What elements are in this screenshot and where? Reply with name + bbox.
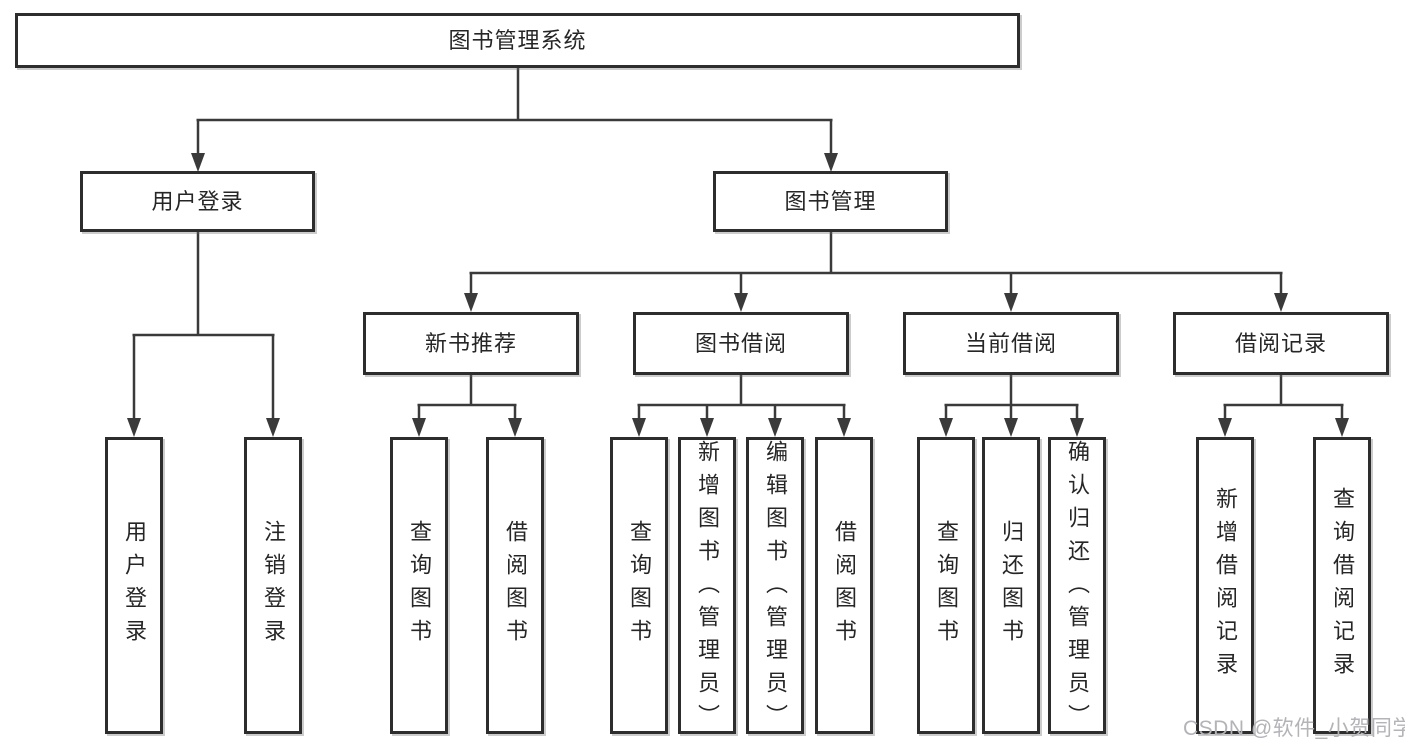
leaf-add-book-admin: 新增图书（管理员）	[678, 437, 736, 737]
node-book-borrow: 图书借阅	[633, 312, 849, 375]
arrowhead-icons	[127, 153, 1349, 437]
leaf-query-book: 查询图书	[390, 437, 448, 734]
node-current-borrow: 当前借阅	[903, 312, 1119, 375]
node-new-book-recommend: 新书推荐	[363, 312, 579, 375]
leaf-user-login: 用户登录	[105, 437, 163, 734]
leaf-query-borrow-record: 查询借阅记录	[1313, 437, 1371, 734]
leaf-query-book: 查询图书	[917, 437, 975, 734]
leaf-borrow-book: 借阅图书	[815, 437, 873, 734]
node-user-login: 用户登录	[80, 171, 315, 232]
leaf-add-borrow-record: 新增借阅记录	[1196, 437, 1254, 734]
leaf-borrow-book: 借阅图书	[486, 437, 544, 734]
leaf-edit-book-admin: 编辑图书（管理员）	[746, 437, 804, 737]
leaf-logout: 注销登录	[244, 437, 302, 734]
node-borrow-record: 借阅记录	[1173, 312, 1389, 375]
leaf-return-book: 归还图书	[982, 437, 1040, 734]
node-root: 图书管理系统	[15, 13, 1020, 68]
node-book-management: 图书管理	[713, 171, 948, 232]
leaf-query-book: 查询图书	[610, 437, 668, 734]
csdn-watermark: CSDN @软件_小贺同学	[1183, 717, 1405, 740]
leaf-confirm-return-admin: 确认归还（管理员）	[1048, 437, 1106, 737]
